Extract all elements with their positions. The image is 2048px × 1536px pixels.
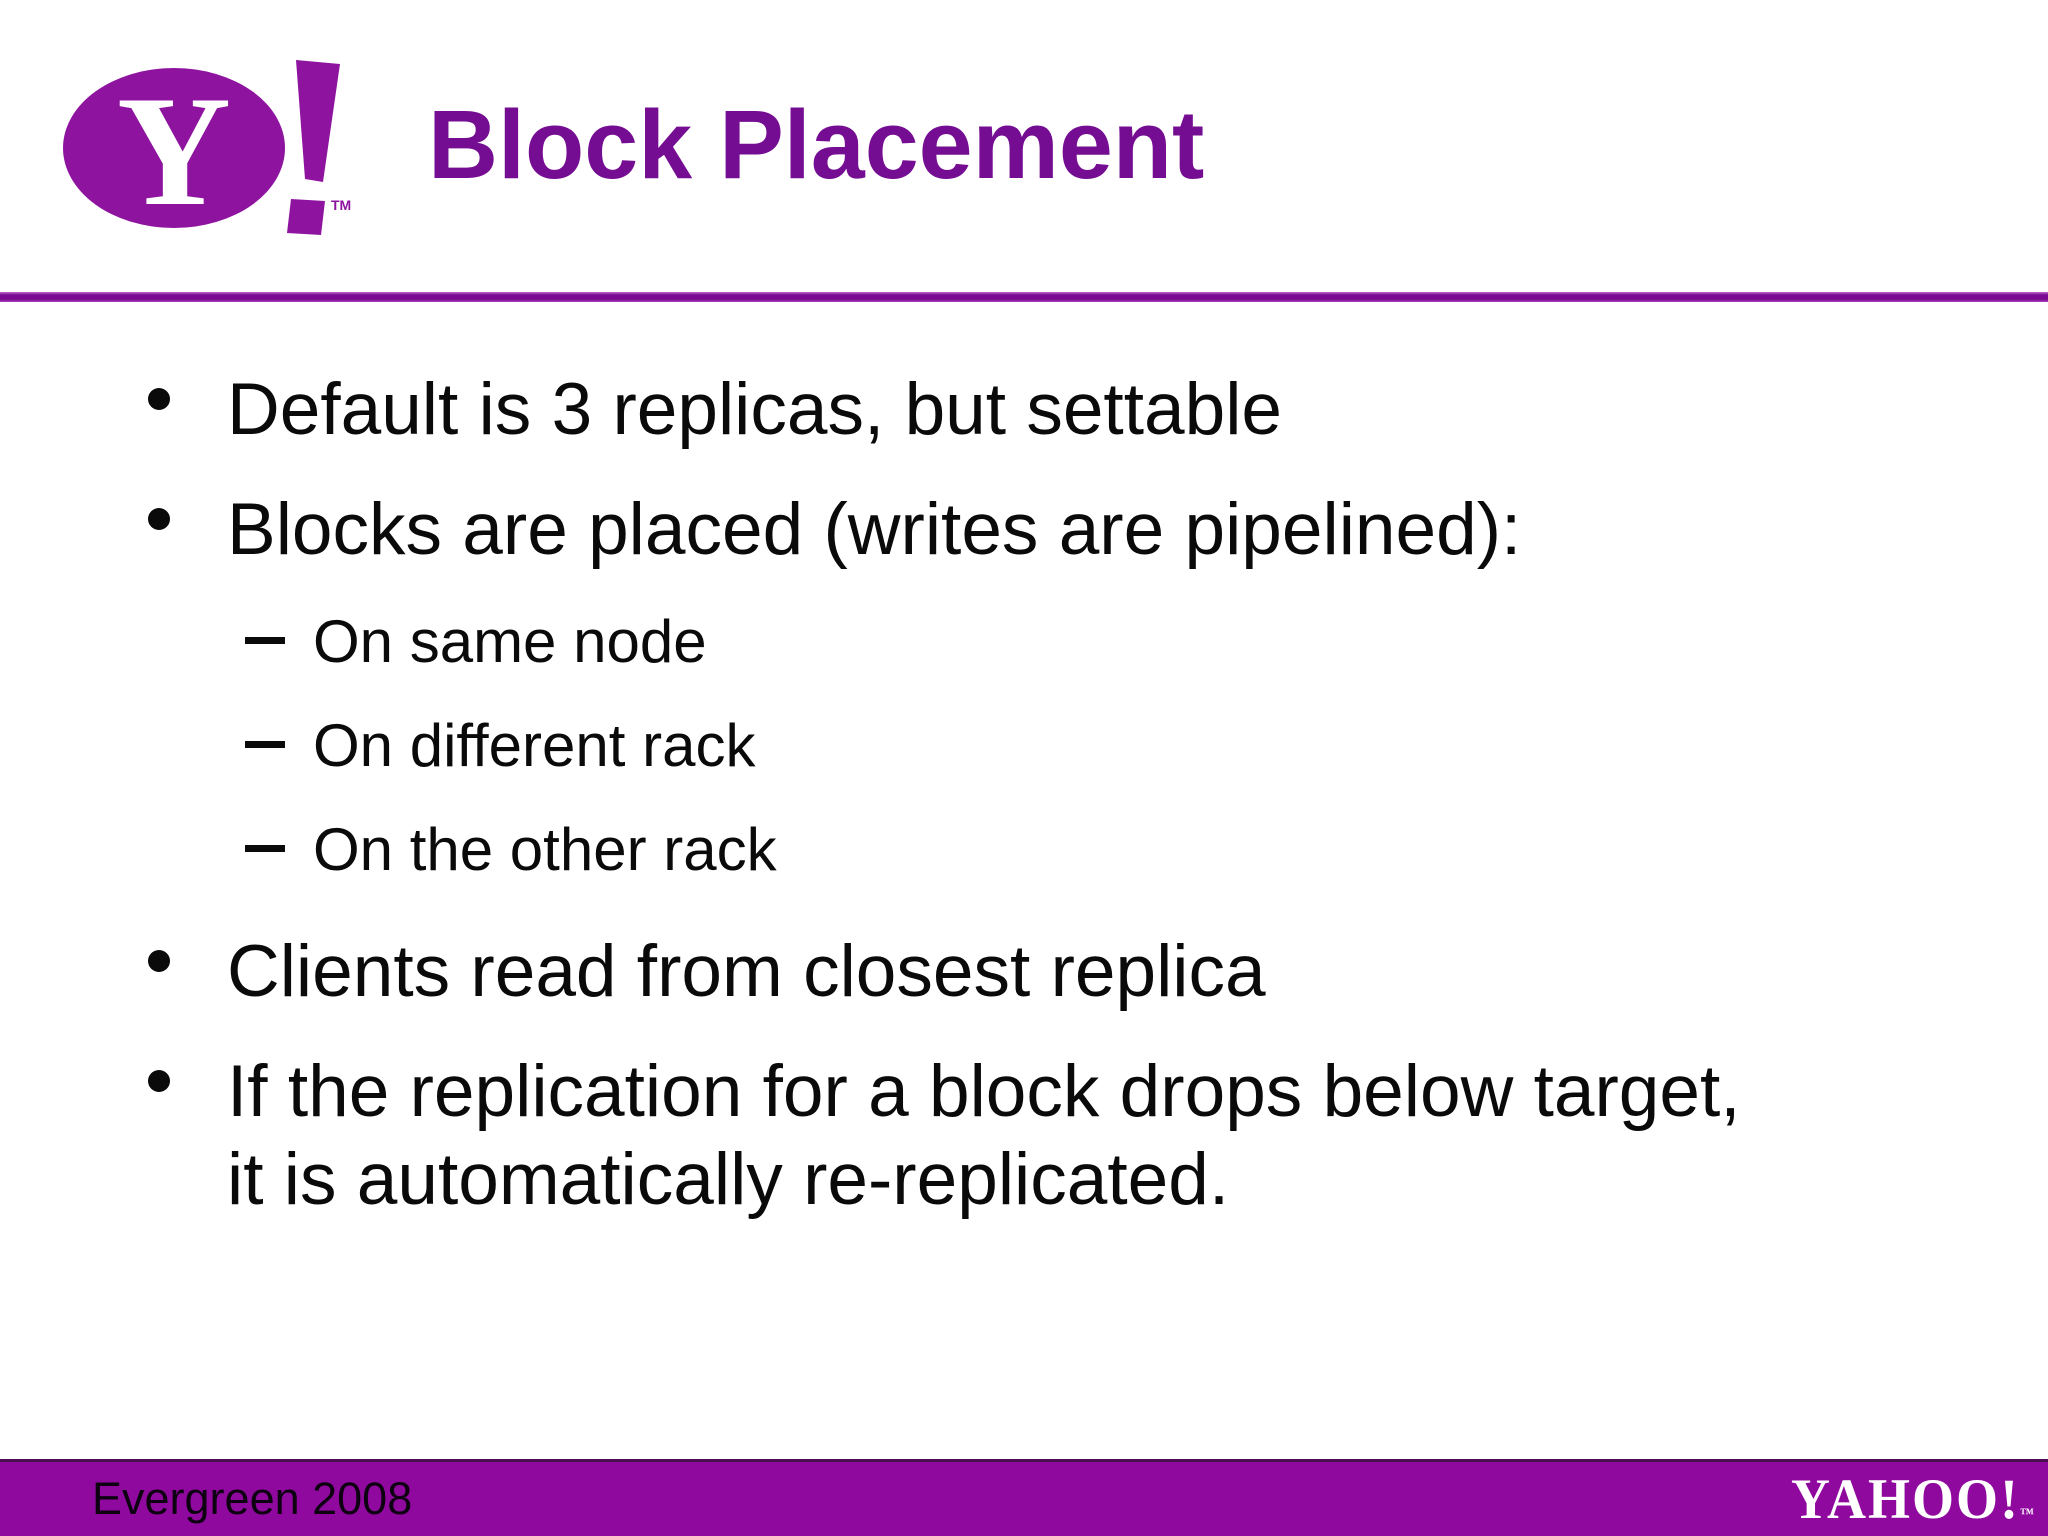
dash-icon: [245, 637, 285, 644]
tm-mark: TM: [331, 197, 351, 213]
sub-bullet-item: On the other rack: [0, 812, 1960, 888]
exclamation-icon: [296, 60, 340, 182]
yahoo-logo: Y TM: [63, 60, 351, 239]
sub-bullet-text: On same node: [313, 608, 707, 675]
bullet-item: Clients read from closest replica: [0, 928, 1960, 1016]
bullet-item: If the replication for a block drops bel…: [0, 1048, 1960, 1224]
bullet-dot-icon: [148, 388, 170, 410]
yahoo-wordmark-text: YAHOO!: [1790, 1467, 2020, 1531]
exclamation-dot-icon: [287, 199, 325, 235]
bullet-text: Clients read from closest replica: [227, 931, 1266, 1012]
dash-icon: [245, 741, 285, 748]
bullet-text: If the replication for a block drops bel…: [227, 1048, 1960, 1224]
bullet-text-line: it is automatically re-replicated.: [227, 1139, 1230, 1220]
bullet-item: Default is 3 replicas, but settable: [0, 366, 1960, 454]
sub-bullet-list: On same node On different rack On the ot…: [0, 604, 1960, 888]
yahoo-logo-ellipse: [63, 68, 285, 228]
bullet-text: Default is 3 replicas, but settable: [227, 369, 1283, 450]
page-title: Block Placement: [428, 90, 1205, 199]
sub-bullet-text: On different rack: [313, 712, 756, 779]
dash-icon: [245, 845, 285, 852]
bullet-dot-icon: [148, 950, 170, 972]
bullet-dot-icon: [148, 508, 170, 530]
yahoo-y-icon: Y: [117, 64, 231, 239]
bullet-list: Default is 3 replicas, but settable Bloc…: [0, 366, 1960, 1224]
bullet-item: Blocks are placed (writes are pipelined)…: [0, 486, 1960, 574]
bullet-text: Blocks are placed (writes are pipelined)…: [227, 489, 1522, 570]
footer-bar: Evergreen 2008 YAHOO!™: [0, 1459, 2048, 1536]
footer-label: Evergreen 2008: [92, 1473, 413, 1524]
bullet-dot-icon: [148, 1070, 170, 1092]
header-divider: [0, 292, 2048, 302]
sub-bullet-text: On the other rack: [313, 816, 777, 883]
sub-bullet-item: On same node: [0, 604, 1960, 680]
sub-bullet-item: On different rack: [0, 708, 1960, 784]
yahoo-wordmark-tm: ™: [2020, 1506, 2034, 1523]
yahoo-wordmark: YAHOO!™: [1791, 1466, 2048, 1531]
bullet-text-line: If the replication for a block drops bel…: [227, 1051, 1741, 1132]
